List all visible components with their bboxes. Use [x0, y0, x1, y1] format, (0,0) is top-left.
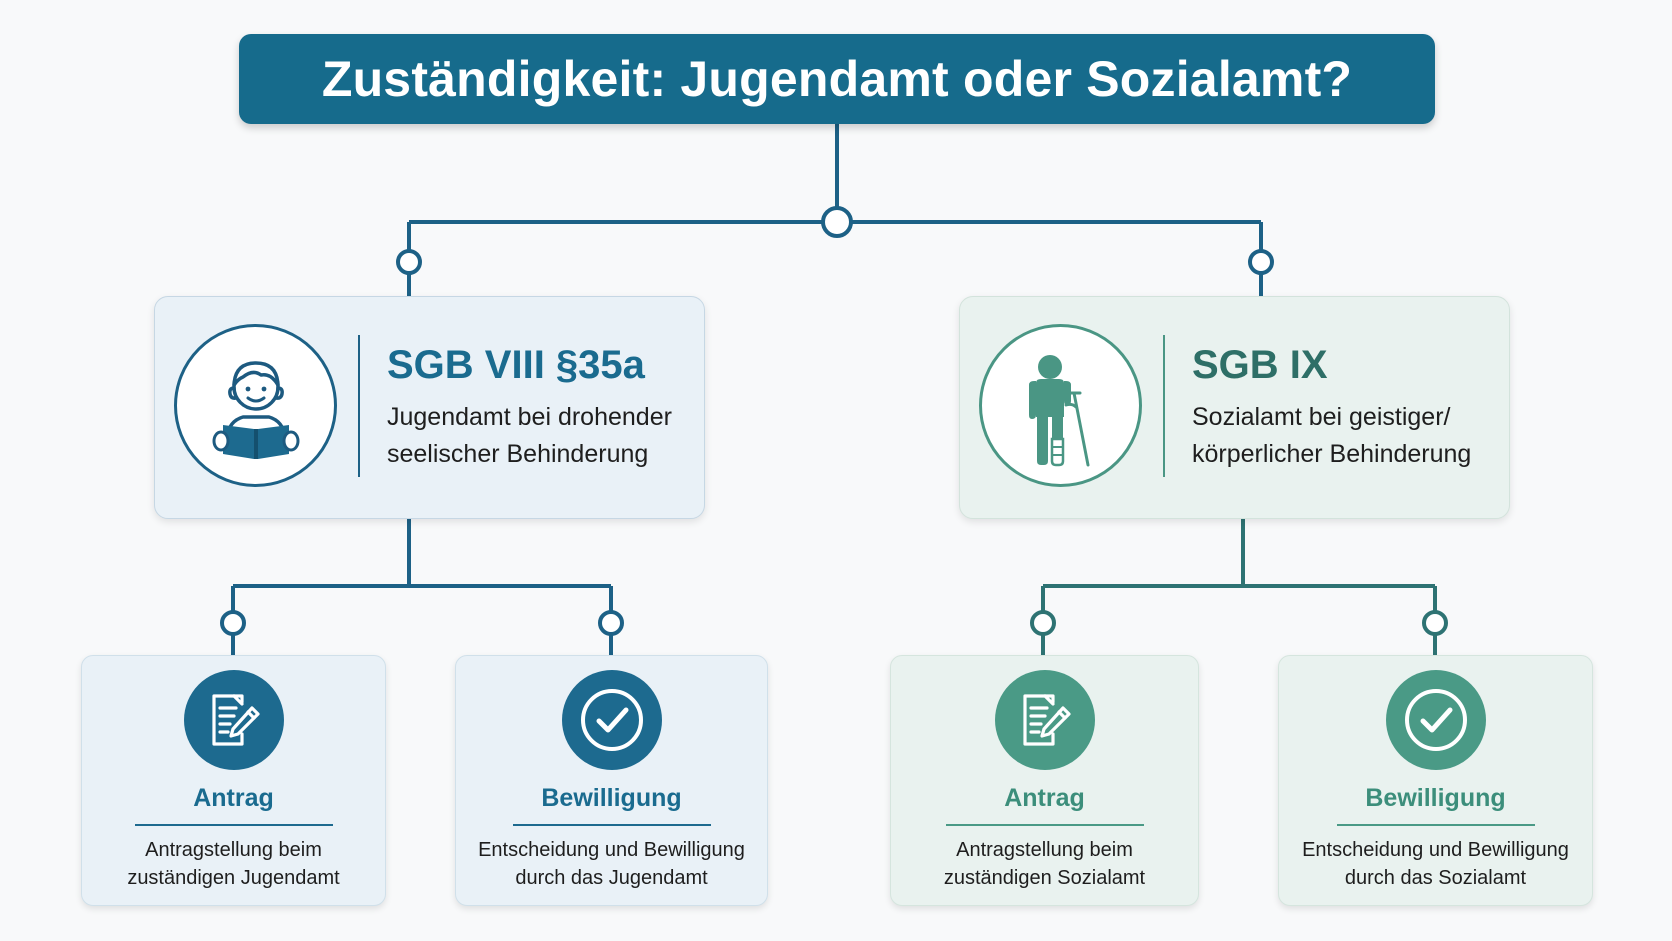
- step-description-line: Antragstellung beim: [145, 839, 322, 861]
- branch-description: Sozialamt bei geistiger/ körperlicher Be…: [1192, 399, 1471, 473]
- icon-badge: [1385, 670, 1486, 770]
- icon-badge: [183, 670, 284, 770]
- branch-description: Jugendamt bei drohender seelischer Behin…: [387, 399, 672, 473]
- junction-node-right-sub1: [1030, 610, 1056, 636]
- branch-card-sgb-ix: SGB IX Sozialamt bei geistiger/ körperli…: [959, 296, 1510, 519]
- page-title: Zuständigkeit: Jugendamt oder Sozialamt?: [239, 34, 1435, 124]
- document-edit-icon: [211, 694, 260, 746]
- step-description: Entscheidung und Bewilligung durch das J…: [456, 836, 767, 892]
- junction-node-left: [396, 249, 422, 275]
- step-card-antrag-sozialamt: Antrag Antragstellung beim zuständigen S…: [890, 655, 1199, 906]
- step-heading: Bewilligung: [541, 784, 682, 812]
- branch-description-line: seelischer Behinderung: [387, 440, 649, 468]
- branch-heading: SGB VIII §35a: [387, 343, 645, 387]
- card-divider: [1163, 335, 1165, 477]
- child-reading-book-icon: [212, 360, 299, 459]
- step-description: Antragstellung beim zuständigen Jugendam…: [82, 836, 385, 892]
- step-description-line: Entscheidung und Bewilligung: [478, 839, 745, 861]
- branch-heading: SGB IX: [1192, 343, 1328, 387]
- checkmark-circle-icon: [1404, 689, 1467, 751]
- step-divider: [512, 824, 711, 826]
- step-divider: [945, 824, 1144, 826]
- step-card-bewilligung-jugendamt: Bewilligung Entscheidung und Bewilligung…: [455, 655, 768, 906]
- icon-frame: [174, 324, 337, 487]
- icon-frame: [979, 324, 1142, 487]
- junction-node-right-sub2: [1422, 610, 1448, 636]
- branch-description-line: körperlicher Behinderung: [1192, 440, 1472, 468]
- step-heading: Antrag: [193, 784, 274, 812]
- step-heading: Antrag: [1004, 784, 1085, 812]
- step-divider: [134, 824, 333, 826]
- branch-description-line: Sozialamt bei geistiger/: [1192, 403, 1451, 431]
- junction-node-right: [1248, 249, 1274, 275]
- junction-node-main: [821, 206, 853, 238]
- junction-node-left-sub2: [598, 610, 624, 636]
- step-description-line: durch das Jugendamt: [515, 867, 708, 889]
- card-divider: [358, 335, 360, 477]
- step-description-line: Entscheidung und Bewilligung: [1302, 839, 1569, 861]
- document-edit-icon: [1022, 694, 1071, 746]
- icon-badge: [994, 670, 1095, 770]
- branch-card-sgb-viii: SGB VIII §35a Jugendamt bei drohender se…: [154, 296, 705, 519]
- checkmark-circle-icon: [580, 689, 643, 751]
- icon-badge: [561, 670, 662, 770]
- step-description-line: zuständigen Sozialamt: [943, 867, 1146, 889]
- step-heading: Bewilligung: [1365, 784, 1506, 812]
- junction-node-left-sub1: [220, 610, 246, 636]
- step-card-antrag-jugendamt: Antrag Antragstellung beim zuständigen J…: [81, 655, 386, 906]
- step-description-line: durch das Sozialamt: [1344, 867, 1527, 889]
- step-description: Entscheidung und Bewilligung durch das S…: [1279, 836, 1592, 892]
- step-card-bewilligung-sozialamt: Bewilligung Entscheidung und Bewilligung…: [1278, 655, 1593, 906]
- step-description-line: zuständigen Jugendamt: [127, 867, 340, 889]
- branch-description-line: Jugendamt bei drohender: [387, 403, 672, 431]
- person-with-crutch-icon: [1028, 354, 1089, 466]
- step-description-line: Antragstellung beim: [956, 839, 1133, 861]
- step-description: Antragstellung beim zuständigen Sozialam…: [891, 836, 1198, 892]
- step-divider: [1336, 824, 1535, 826]
